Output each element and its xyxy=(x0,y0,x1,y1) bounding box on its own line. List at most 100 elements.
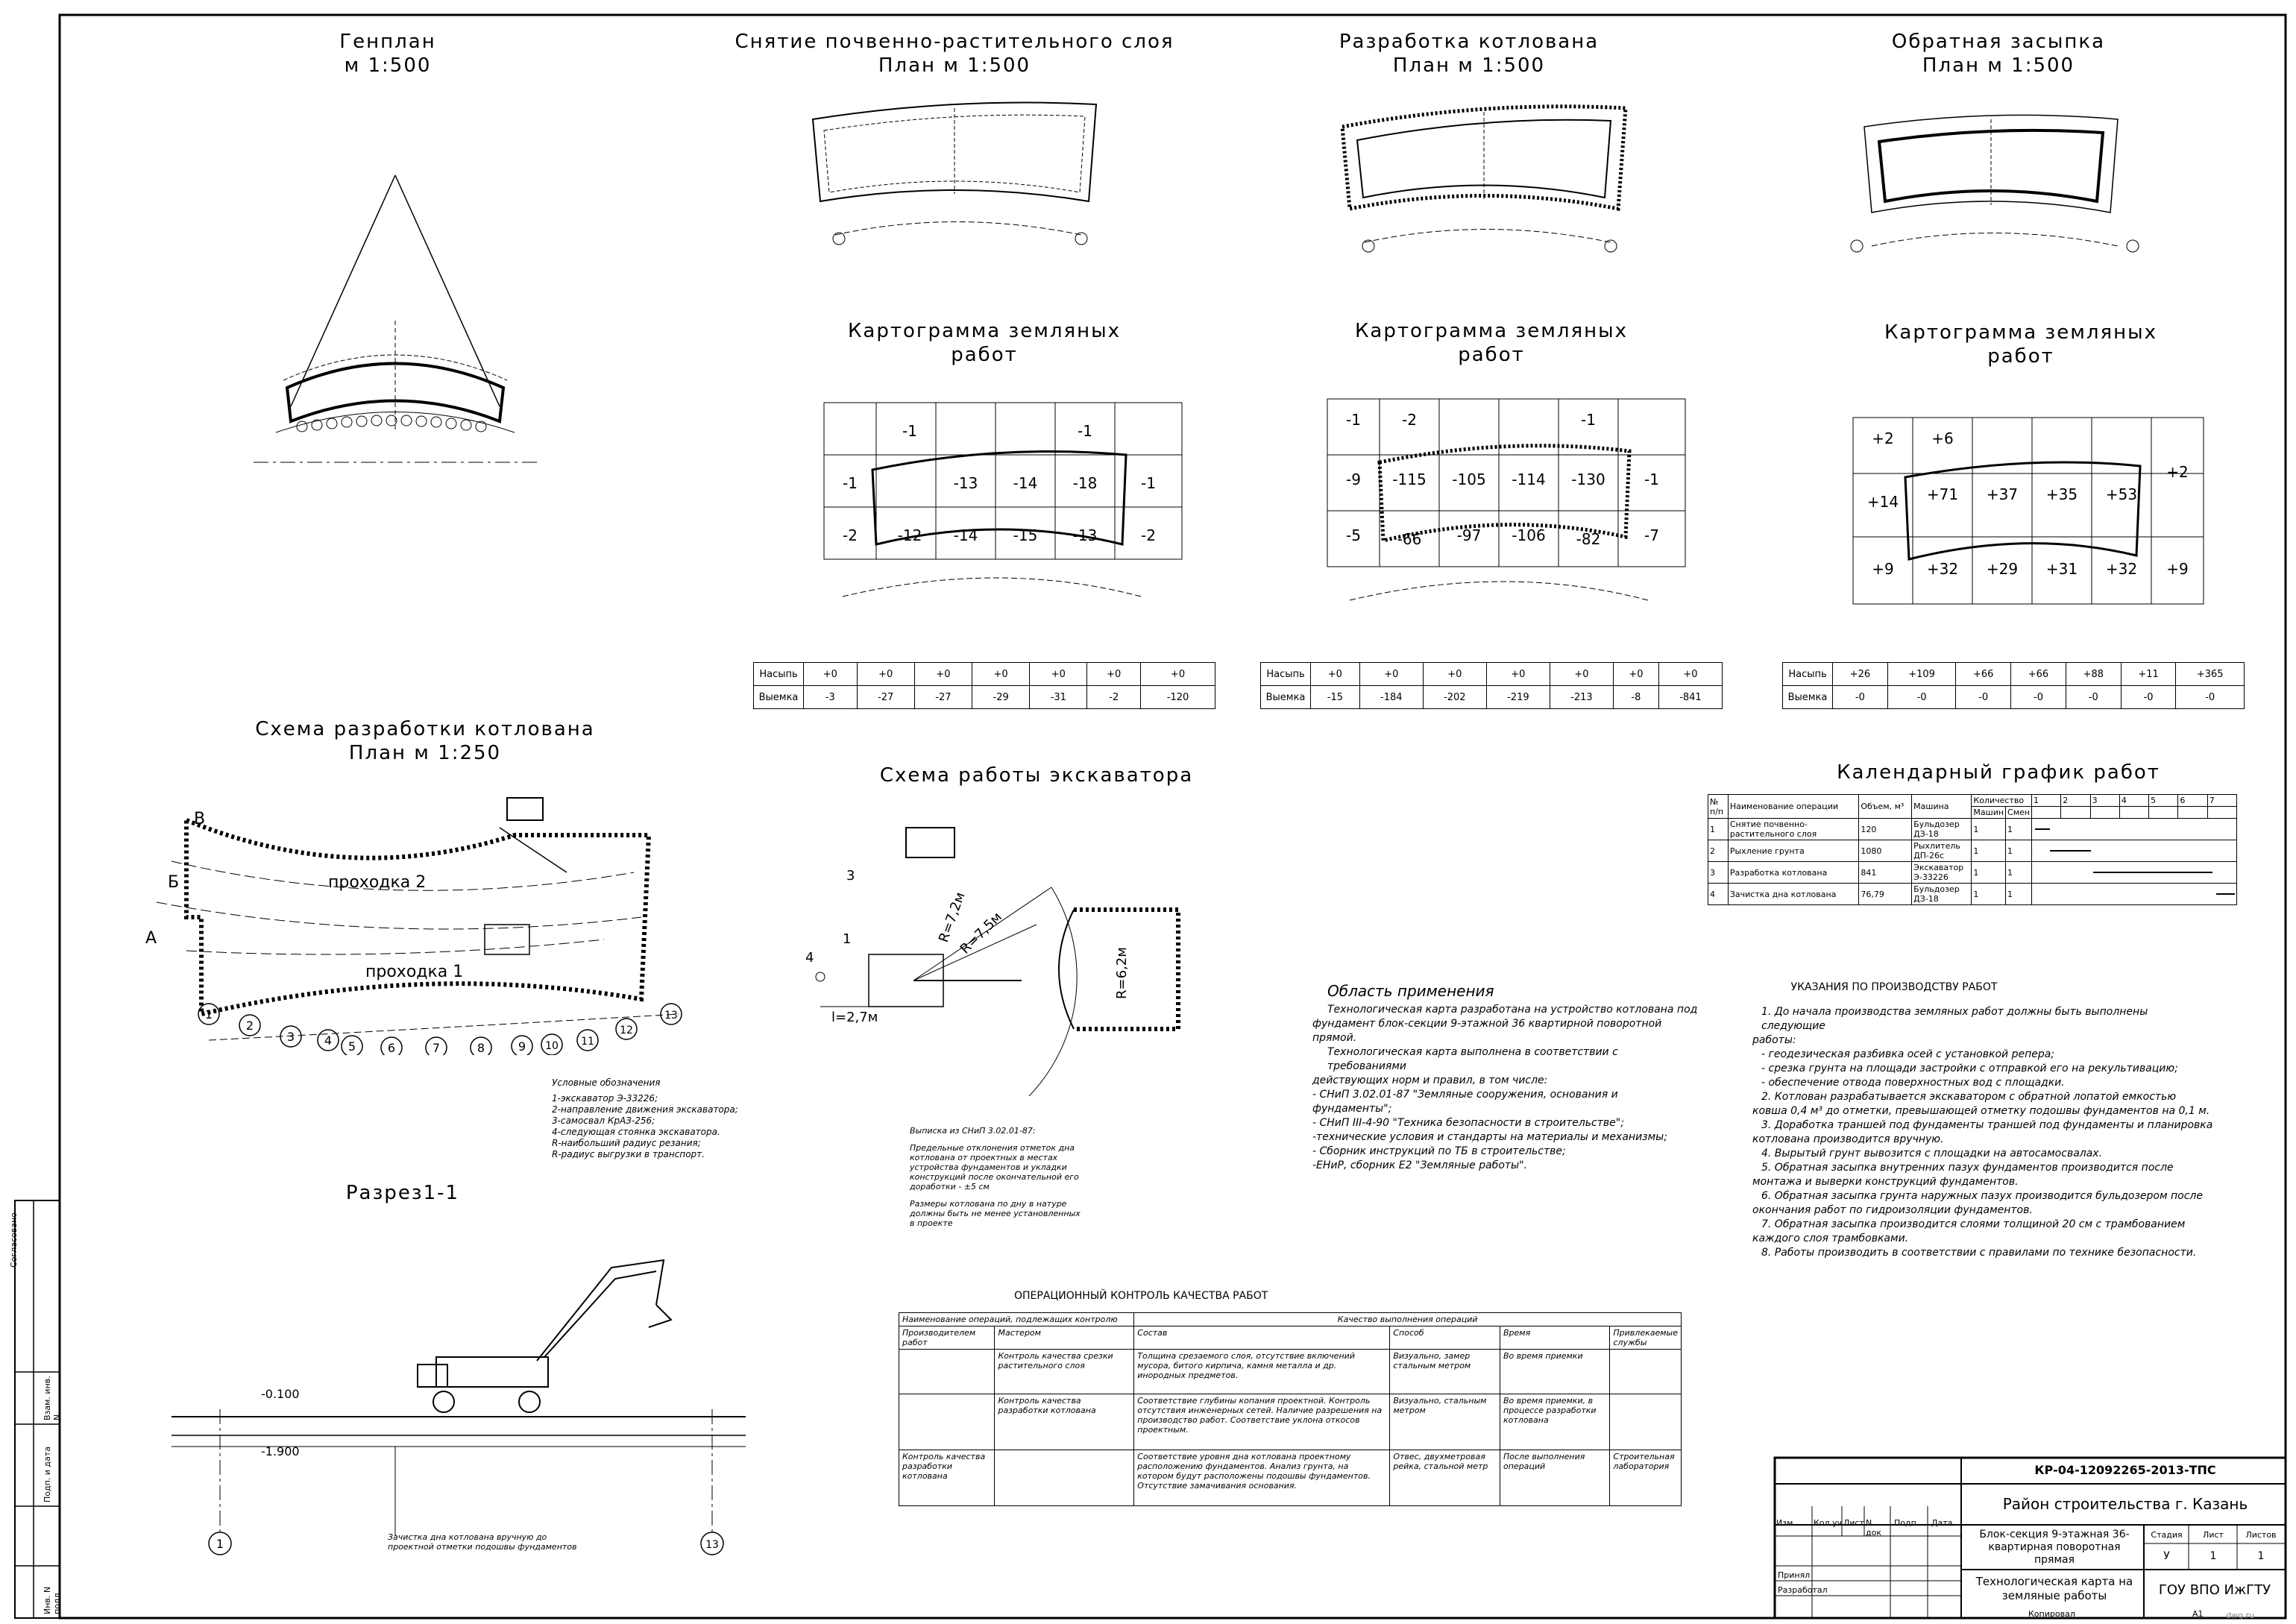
cal-r2-m: 1 xyxy=(1971,840,2007,862)
kart3-cell-r0-2: +6 xyxy=(1931,429,1953,447)
scope-line-1: Технологическая карта разработана на уст… xyxy=(1327,1004,1698,1016)
vt1-fill-total: +0 xyxy=(1140,662,1215,686)
snip-line-7: Размеры котлована по дну в натуре xyxy=(910,1199,1067,1209)
kart3-cell-r2-3: +29 xyxy=(1987,560,2018,578)
kart3-cell-r1-2: +71 xyxy=(1927,485,1958,503)
exc-r1: R=7,2м xyxy=(936,890,969,945)
scheme-ax-11: 11 xyxy=(581,1036,594,1048)
title-topsoil-scale: План м 1:500 xyxy=(878,54,1031,77)
vt2-cut-1: -15 xyxy=(1310,685,1360,709)
title-genplan-text: Генплан xyxy=(339,31,436,53)
kart2-cell-r1-3: -105 xyxy=(1452,470,1485,488)
kart2-cell-r2-6: -7 xyxy=(1644,526,1659,544)
instr-line-9: котлована производится вручную. xyxy=(1752,1133,1944,1145)
cal-row-1: 1 Снятие почвенно-растительного слоя 120… xyxy=(1708,818,2237,840)
vt3-cut-3: -0 xyxy=(1955,685,2012,709)
instr-line-7: ковша 0,4 м³ до отметки, превышающей отм… xyxy=(1752,1105,2210,1117)
snip-line-4: конструкций после окончательной его xyxy=(910,1172,1079,1182)
side-label-sign: Подп. и дата xyxy=(43,1447,52,1502)
scope-block: Область применения Технологическая карта… xyxy=(1312,983,1700,1173)
scope-line-8: - Сборник инструкций по ТБ в строительст… xyxy=(1312,1145,1566,1157)
scheme-ax-12: 12 xyxy=(620,1025,633,1036)
kart3-grid: +2 +6 +14 +71 +37 +35 +53 +2 +9 +32 +29 … xyxy=(1852,417,2204,605)
section-note: Зачистка дна котлована вручную до проект… xyxy=(388,1532,577,1552)
volume-table-1: Насыпь +0 +0 +0 +0 +0 +0 +0 Выемка -3 -2… xyxy=(753,662,1215,709)
title-backfill-text: Обратная засыпка xyxy=(1891,31,2106,53)
legend-item-6: R-радиус выгрузки в транспорт. xyxy=(552,1149,705,1159)
qc-r3-master xyxy=(994,1450,1135,1506)
kart3-cell-r2-6: +9 xyxy=(2166,560,2188,578)
qc-r3-method: Отвес, двухметровая рейка, стальной метр xyxy=(1389,1450,1500,1506)
cal-sub5 xyxy=(2148,806,2179,819)
qc-r3-comp: Соответствие уровня дна котлована проект… xyxy=(1133,1450,1391,1506)
title-topsoil: Снятие почвенно-растительного слоя План … xyxy=(708,30,1201,78)
stamp-format: А1 xyxy=(2192,1609,2204,1619)
snip-line-3: устройства фундаментов и укладки xyxy=(910,1162,1067,1172)
cal-r2-vol: 1080 xyxy=(1858,840,1913,862)
kart3-cell-r2-2: +32 xyxy=(1927,560,1958,578)
instr-line-8: 3. Доработка траншей под фундаменты тран… xyxy=(1761,1119,2213,1131)
cal-r1-vol: 120 xyxy=(1858,818,1913,840)
cal-r2-mach: Рыхлитель ДП-26с xyxy=(1911,840,1972,862)
qc-r2-master: Контроль качества разработки котлована xyxy=(994,1394,1135,1450)
kart1-cell-r1-5: -1 xyxy=(1141,474,1156,492)
stamp-checked: Принял xyxy=(1778,1570,1811,1580)
vt1-cut-total: -120 xyxy=(1140,685,1215,709)
vt1-cut-6: -2 xyxy=(1086,685,1142,709)
stamp-stage: У xyxy=(2163,1550,2170,1562)
kart1-cell-r1-1: -1 xyxy=(843,474,858,492)
scheme-ax-1: 1 xyxy=(205,1007,213,1022)
stamp-col-podp: Подп. xyxy=(1894,1518,1919,1528)
snip-line-9: в проекте xyxy=(910,1218,953,1228)
vt1-cut-3: -27 xyxy=(913,685,973,709)
scheme-axes: 1 2 3 4 5 6 7 8 9 10 11 12 13 xyxy=(198,1003,682,1055)
kart1-cell-r2-4: -15 xyxy=(1013,526,1038,544)
scheme-drawing: В Б А проходка 2 проходка 1 xyxy=(145,797,679,1041)
cal-sub7 xyxy=(2207,806,2238,819)
cal-r1-bar xyxy=(2031,818,2237,840)
title-scheme: Схема разработки котлована План м 1:250 xyxy=(254,717,597,765)
stamp-col-koluch: Кол.уч xyxy=(1814,1518,1843,1528)
kart1-cell-r1-4: -18 xyxy=(1073,474,1098,492)
stamp-sheet-n: 1 xyxy=(2209,1550,2217,1562)
instr-line-13: 6. Обратная засыпка грунта наружных пазу… xyxy=(1761,1190,2203,1202)
vt1-cut-5: -31 xyxy=(1029,685,1088,709)
qc-r2-prod xyxy=(898,1394,996,1450)
stamp-col-ndok: N док xyxy=(1866,1518,1881,1538)
exc-label-1: 1 xyxy=(843,931,851,947)
side-label-agreed: Согласовано xyxy=(9,1212,19,1268)
kart2-cell-r2-1: -5 xyxy=(1346,526,1361,544)
cal-sub4 xyxy=(2119,806,2150,819)
vt3-fill-total: +365 xyxy=(2175,662,2245,686)
kart1-cell-r0-2: -1 xyxy=(1078,422,1092,440)
cal-r4-vol: 76,79 xyxy=(1858,883,1913,905)
kart1-cell-r2-6: -2 xyxy=(1141,526,1156,544)
cal-r1-n: 1 xyxy=(1708,818,1729,840)
stamp-stage-h: Стадия xyxy=(2151,1530,2183,1540)
title-topsoil-text: Снятие почвенно-растительного слоя xyxy=(735,31,1174,53)
vt2-cut-total: -841 xyxy=(1658,685,1723,709)
cal-row-3: 3 Разработка котлована 841 Экскаватор Э-… xyxy=(1708,861,2237,884)
snip-gap xyxy=(910,1192,1081,1199)
qc-h1: Наименование операций, подлежащих контро… xyxy=(898,1312,1135,1326)
scheme-ax-2: 2 xyxy=(246,1019,254,1033)
kart1-cell-r2-5: -13 xyxy=(1073,526,1098,544)
title-kart2: Картограмма земляных работ xyxy=(1354,320,1629,366)
stamp-col-date: Дата xyxy=(1931,1518,1953,1528)
kart1-cell-r1-3: -14 xyxy=(1013,474,1038,492)
title-pit-text: Разработка котлована xyxy=(1339,31,1600,53)
kart3-cell-r0-1: +2 xyxy=(1872,429,1893,447)
qc-r3-time: После выполнения операций xyxy=(1499,1450,1611,1506)
vt2-fill-5: +0 xyxy=(1549,662,1614,686)
kart2-cell-r2-5: -82 xyxy=(1576,530,1601,548)
snip-line-1: Предельные отклонения отметок дна xyxy=(910,1143,1075,1153)
vt3-fill-4: +66 xyxy=(2010,662,2066,686)
qc-r2-time: Во время приемки, в процессе разработки … xyxy=(1499,1394,1611,1450)
scheme-ax-4: 4 xyxy=(324,1033,332,1048)
side-label-inv: Инв. N подл. xyxy=(43,1586,62,1614)
kart2-cell-r0-1: -1 xyxy=(1346,411,1361,429)
kart3-cell-r1-1: +14 xyxy=(1867,493,1899,511)
scheme-axis-b: Б xyxy=(168,873,179,892)
cal-sub1 xyxy=(2031,806,2062,819)
title-excavator: Схема работы экскаватора xyxy=(879,764,1194,787)
